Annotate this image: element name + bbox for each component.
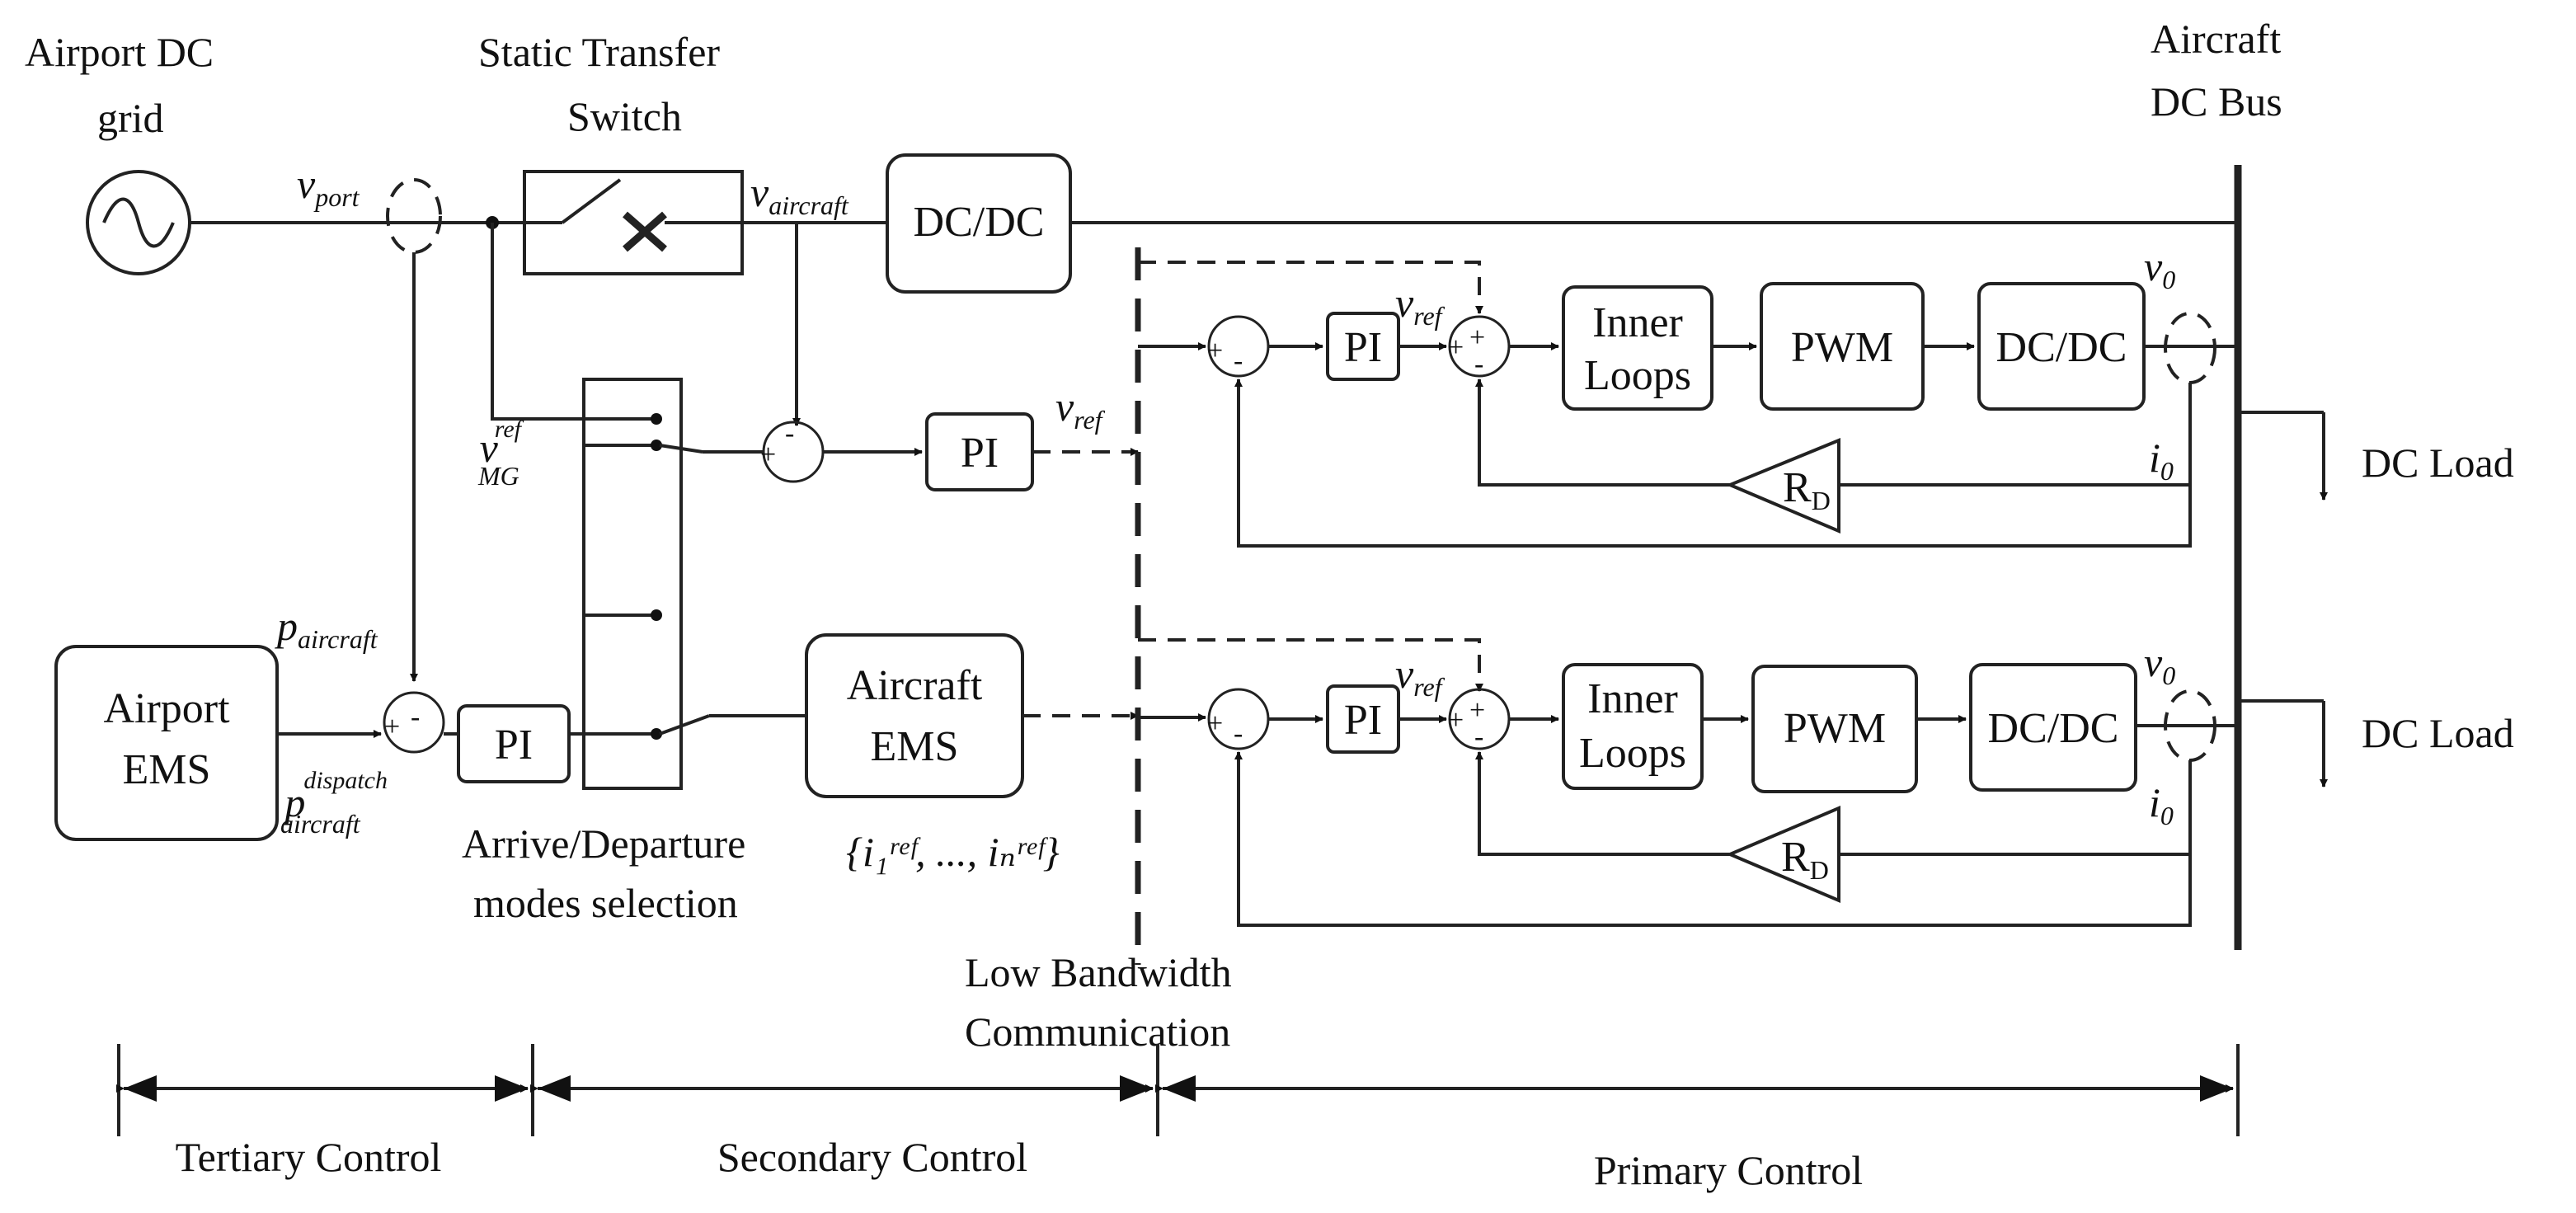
switch-blade bbox=[561, 178, 622, 224]
power-summer bbox=[383, 691, 445, 754]
svg-text:+: + bbox=[760, 440, 776, 470]
tertiary-control-label: Tertiary Control bbox=[176, 1134, 442, 1180]
svg-text:-: - bbox=[785, 418, 794, 449]
primary-2-vref-label: vref bbox=[1395, 651, 1445, 702]
primary-1-vref-label: vref bbox=[1395, 280, 1445, 331]
svg-text:PI: PI bbox=[1344, 324, 1382, 371]
svg-text:+: + bbox=[1207, 336, 1223, 366]
airport-dc-grid-label: Airport DC bbox=[25, 29, 214, 75]
dc-load-1-label: DC Load bbox=[2362, 440, 2514, 486]
arrive-departure-label: Arrive/Departure bbox=[462, 820, 745, 867]
svg-text:Loops: Loops bbox=[1579, 730, 1686, 777]
svg-text:PI: PI bbox=[961, 430, 999, 477]
paircraft-label: paircraft bbox=[275, 603, 378, 654]
vaircraft-label: vaircraft bbox=[750, 169, 849, 220]
svg-text:-: - bbox=[1474, 349, 1483, 379]
svg-text:Inner: Inner bbox=[1587, 675, 1678, 722]
ac-source bbox=[86, 170, 191, 275]
svg-text:EMS: EMS bbox=[871, 723, 959, 770]
svg-text:DC/DC: DC/DC bbox=[1988, 705, 2119, 752]
svg-text:+: + bbox=[1469, 322, 1485, 353]
mode-selection-switch bbox=[582, 378, 683, 790]
airport-dc-grid-label-2: grid bbox=[97, 95, 164, 141]
svg-text:-: - bbox=[1234, 346, 1243, 376]
svg-text:+: + bbox=[384, 712, 400, 742]
primary-2-rd-label: RD bbox=[1781, 834, 1829, 885]
svg-text:Loops: Loops bbox=[1584, 352, 1691, 399]
svg-text:PWM: PWM bbox=[1784, 705, 1886, 752]
secondary-power-pi bbox=[457, 704, 571, 783]
ac-sine-icon bbox=[102, 197, 175, 248]
vref-secondary-label: vref bbox=[1055, 383, 1106, 435]
primary-control-label: Primary Control bbox=[1594, 1147, 1863, 1193]
svg-text:DC/DC: DC/DC bbox=[1996, 324, 2127, 371]
iref-set-label: {i₁ʳᵉᶠ, ..., iₙʳᵉᶠ} bbox=[846, 829, 1060, 875]
primary-2-inner-loops bbox=[1562, 663, 1704, 790]
primary-2-pwm bbox=[1751, 665, 1918, 793]
low-bandwidth-label: Low Bandwidth bbox=[965, 949, 1232, 995]
svg-text:Airport: Airport bbox=[103, 685, 230, 732]
primary-2-rd-gain bbox=[1725, 805, 1840, 904]
svg-text:+: + bbox=[1207, 708, 1223, 739]
dc-load-2-label: DC Load bbox=[2362, 710, 2514, 756]
primary-2-v0-label: v0 bbox=[2144, 639, 2175, 690]
primary-loop-1: + - PI + + - vref Inner Loops PWM DC/DC … bbox=[1138, 243, 2238, 548]
primary-1-v0-label: v0 bbox=[2144, 243, 2175, 294]
svg-text:Inner: Inner bbox=[1592, 299, 1683, 346]
control-level-spans: Tertiary Control Secondary Control Prima… bbox=[116, 1044, 2240, 1193]
primary-loop-2: + - PI + + - vref Inner Loops PWM DC/DC … bbox=[1138, 638, 2238, 927]
svg-text:-: - bbox=[411, 702, 420, 732]
svg-text:PI: PI bbox=[1344, 697, 1382, 744]
aircraft-dc-bus-label-2: DC Bus bbox=[2151, 78, 2282, 125]
svg-text:-: - bbox=[1474, 722, 1483, 752]
vport-sensor bbox=[386, 178, 442, 254]
aircraft-ems-block bbox=[805, 633, 1024, 798]
primary-1-rd-gain bbox=[1725, 438, 1840, 534]
static-transfer-label: Static Transfer bbox=[478, 29, 720, 75]
communication-label: Communication bbox=[965, 1008, 1230, 1055]
svg-text:EMS: EMS bbox=[123, 746, 211, 793]
modes-selection-label: modes selection bbox=[473, 880, 738, 926]
svg-text:+: + bbox=[1469, 695, 1485, 726]
svg-text:PWM: PWM bbox=[1791, 324, 1893, 371]
primary-2-i0-label: i0 bbox=[2149, 779, 2174, 830]
aircraft-dc-bus-label: Aircraft bbox=[2151, 16, 2281, 62]
svg-text:+: + bbox=[1448, 332, 1464, 363]
svg-text:-: - bbox=[1234, 718, 1243, 749]
svg-text:+: + bbox=[1448, 705, 1464, 736]
svg-text:PI: PI bbox=[495, 722, 533, 769]
airport-ems-block bbox=[54, 645, 279, 841]
svg-text:Aircraft: Aircraft bbox=[847, 662, 983, 709]
vport-label: vport bbox=[297, 161, 360, 212]
primary-1-rd-label: RD bbox=[1783, 464, 1831, 515]
secondary-control-label: Secondary Control bbox=[717, 1134, 1027, 1180]
primary-1-i0-label: i0 bbox=[2149, 435, 2174, 486]
static-transfer-label-2: Switch bbox=[567, 93, 682, 139]
top-dcdc-label: DC/DC bbox=[914, 199, 1045, 246]
